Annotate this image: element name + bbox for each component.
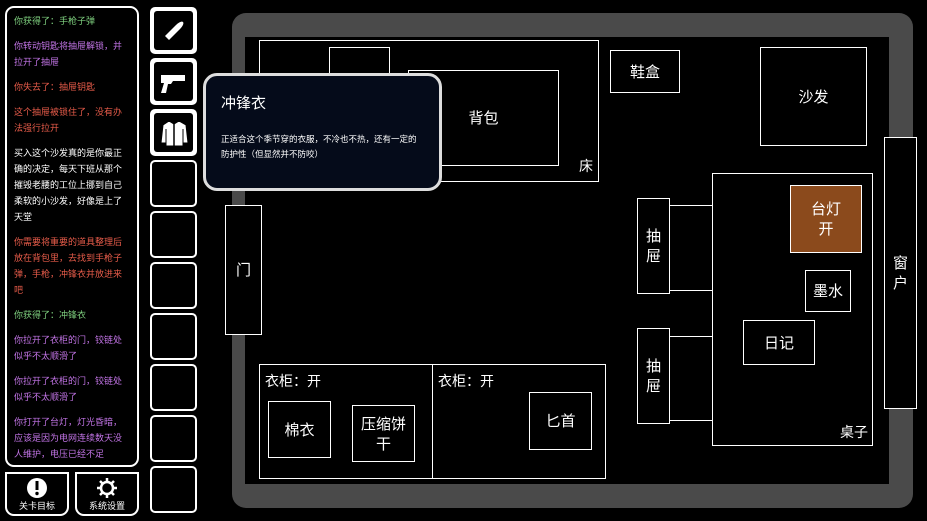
inventory-slot[interactable]	[150, 364, 197, 411]
log-message: 你转动钥匙将抽屉解锁，并拉开了抽屉	[14, 42, 123, 68]
bullet-icon	[154, 11, 193, 50]
log-message: 你获得了：手枪子弹	[14, 17, 96, 27]
desk-lamp[interactable]: 台灯开	[790, 185, 862, 253]
log-message: 你拉开了衣柜的门，铰链处似乎不太顺滑了	[14, 377, 123, 403]
inventory-slot[interactable]	[150, 7, 197, 54]
cotton-coat[interactable]: 棉衣	[268, 401, 331, 458]
sofa-label: 沙发	[798, 87, 829, 106]
ink-label: 墨水	[812, 282, 843, 300]
gear-icon	[97, 477, 117, 498]
drawer-2[interactable]: 抽屉	[637, 328, 670, 424]
tooltip-title: 冲锋衣	[221, 94, 267, 112]
level-goal-label: 关卡目标	[18, 501, 55, 512]
ink[interactable]: 墨水	[805, 270, 851, 312]
inventory-slot[interactable]	[150, 466, 197, 513]
shoebox-label: 鞋盒	[629, 62, 660, 81]
exclamation-icon	[27, 477, 47, 498]
diary-label: 日记	[763, 333, 794, 352]
backpack-label: 背包	[468, 109, 499, 127]
log-message: 你打开了台灯，灯光昏暗，应该是因为电网连续数天没人维护，电压已经不足	[14, 418, 123, 460]
log-message: 这个抽屉被锁住了，没有办法强行拉开	[14, 108, 123, 134]
inventory-slot[interactable]	[150, 160, 197, 207]
inventory-slot[interactable]	[150, 109, 197, 156]
desk[interactable]	[712, 173, 873, 446]
message-log[interactable]: 你获得了：手枪子弹你转动钥匙将抽屉解锁，并拉开了抽屉你失去了：抽屉钥匙这个抽屉被…	[5, 6, 139, 467]
inventory-slot[interactable]	[150, 415, 197, 462]
inventory-slot[interactable]	[150, 313, 197, 360]
inventory-slot[interactable]	[150, 262, 197, 309]
drawer-1-open	[669, 205, 713, 291]
log-message: 你需要将重要的道具整理后放在背包里，去找到手枪子弹，手枪，冲锋衣并放进来吧	[14, 238, 123, 296]
level-goal-button[interactable]: 关卡目标	[5, 472, 69, 516]
door-label: 门	[235, 261, 251, 279]
door[interactable]: 门	[225, 205, 262, 335]
sofa[interactable]: 沙发	[760, 47, 867, 146]
drawer-2-open	[669, 336, 713, 421]
cotton-coat-label: 棉衣	[284, 420, 315, 439]
log-message: 你拉开了衣柜的门，铰链处似乎不太顺滑了	[14, 336, 123, 362]
inventory-slot[interactable]	[150, 211, 197, 258]
system-settings-label: 系统设置	[88, 501, 125, 512]
wardrobe-2-label: 衣柜：开	[438, 374, 494, 390]
item-tooltip: 冲锋衣 正适合这个季节穿的衣服，不冷也不热，还有一定的防护性（但显然并不防咬）	[203, 73, 442, 191]
compressed-biscuit[interactable]: 压缩饼干	[352, 405, 415, 462]
inventory-slot[interactable]	[150, 58, 197, 105]
drawer-2-label: 抽屉	[645, 357, 661, 395]
wardrobe-1-label: 衣柜：开	[265, 374, 321, 390]
compressed-biscuit-label: 压缩饼干	[360, 414, 406, 453]
shoebox[interactable]: 鞋盒	[610, 50, 680, 93]
pistol-icon	[154, 62, 193, 101]
dagger-label: 匕首	[545, 412, 576, 430]
bed-label: 床	[579, 159, 593, 175]
log-message: 你获得了：冲锋衣	[14, 311, 87, 321]
wardrobe-2[interactable]	[432, 364, 606, 479]
window[interactable]: 窗户	[884, 137, 917, 409]
log-message: 买入这个沙发真的是你最正确的决定，每天下班从那个摧毁老腰的工位上挪到自己柔软的小…	[14, 149, 123, 223]
log-message: 你失去了：抽屉钥匙	[14, 83, 96, 93]
desk-label: 桌子	[840, 425, 868, 441]
drawer-1[interactable]: 抽屉	[637, 198, 670, 294]
system-settings-button[interactable]: 系统设置	[75, 472, 139, 516]
desk-lamp-label: 台灯开	[810, 200, 841, 238]
jacket-icon	[154, 113, 193, 152]
pillow	[329, 47, 390, 77]
diary[interactable]: 日记	[743, 320, 815, 365]
tooltip-description: 正适合这个季节穿的衣服，不冷也不热，还有一定的防护性（但显然并不防咬）	[221, 135, 417, 160]
dagger[interactable]: 匕首	[529, 392, 592, 450]
drawer-1-label: 抽屉	[645, 227, 661, 265]
window-label: 窗户	[892, 254, 908, 292]
